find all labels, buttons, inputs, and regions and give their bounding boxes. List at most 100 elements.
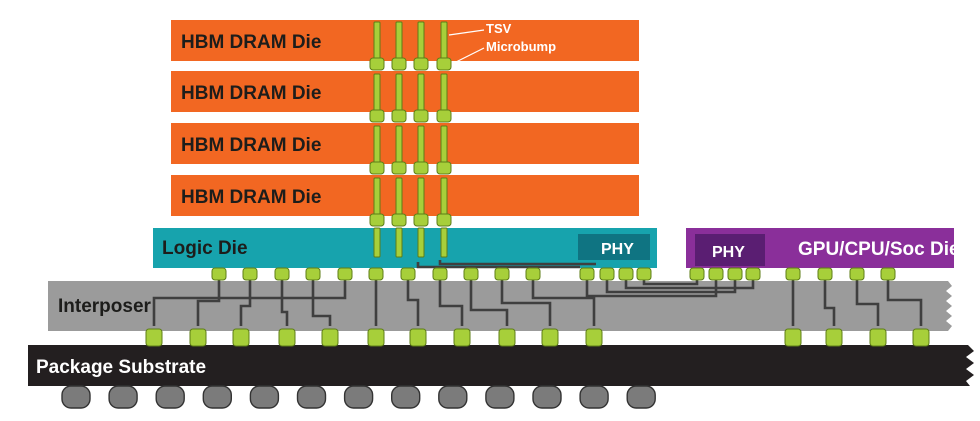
tsv-microbump-1-3 xyxy=(369,161,385,175)
package-substrate-label: Package Substrate xyxy=(36,357,206,378)
die-microbump-11 xyxy=(525,267,541,281)
gpu-die-label: GPU/CPU/Soc Die xyxy=(798,239,960,260)
phy-route-2 xyxy=(605,274,737,294)
tsv-2-4 xyxy=(395,177,403,217)
tsv-microbump-3-4 xyxy=(413,213,429,227)
die-microbump-6 xyxy=(368,267,384,281)
die-microbump-23 xyxy=(880,267,896,281)
route-d xyxy=(311,274,332,326)
hbm-die-3: HBM DRAM Die xyxy=(171,123,639,164)
logic-phy-link-2 xyxy=(416,262,580,269)
solder-ball-11 xyxy=(532,385,562,409)
route-k xyxy=(531,274,596,326)
route-b xyxy=(239,274,252,326)
interposer-bump-15 xyxy=(912,328,930,347)
route-n xyxy=(855,274,880,326)
die-microbump-20 xyxy=(785,267,801,281)
interposer-label: Interposer xyxy=(58,296,152,317)
hbm-die-1: HBM DRAM Die xyxy=(171,20,639,61)
interposer-bump-10 xyxy=(541,328,559,347)
tsv-3-5 xyxy=(417,227,425,258)
solder-ball-7 xyxy=(343,385,374,409)
die-microbump-2 xyxy=(242,267,258,281)
die-microbump-17 xyxy=(708,267,724,281)
package-substrate: Package Substrate xyxy=(28,345,974,386)
microbumps xyxy=(145,57,930,347)
die-microbump-5 xyxy=(337,267,353,281)
tsv-columns xyxy=(373,21,448,258)
die-microbump-13 xyxy=(599,267,615,281)
interposer-bump-13 xyxy=(825,328,843,347)
die-microbump-8 xyxy=(432,267,448,281)
solder-ball-5 xyxy=(249,385,280,409)
route-o xyxy=(886,274,923,326)
solder-ball-2 xyxy=(108,385,138,409)
die-microbump-4 xyxy=(305,267,321,281)
die-microbump-1 xyxy=(211,267,227,281)
solder-ball-13 xyxy=(626,385,656,409)
die-microbump-10 xyxy=(494,267,510,281)
route-j xyxy=(500,274,552,326)
phy-route-1 xyxy=(585,274,718,298)
interposer-bump-1 xyxy=(145,328,163,347)
tsv-4-5 xyxy=(440,227,448,258)
tsv-2-3 xyxy=(395,125,403,165)
interposer-bump-4 xyxy=(278,328,296,347)
tsv-microbump-2-2 xyxy=(391,109,407,123)
tsv-2-2 xyxy=(395,73,403,113)
tsv-4-2 xyxy=(440,73,448,113)
logic-die-label: Logic Die xyxy=(162,238,248,259)
die-microbump-22 xyxy=(849,267,865,281)
interposer-bump-6 xyxy=(367,328,385,347)
hbm-die-4: HBM DRAM Die xyxy=(171,175,639,216)
tsv-3-4 xyxy=(417,177,425,217)
route-c xyxy=(280,274,289,326)
interposer-bump-5 xyxy=(321,328,339,347)
phy-route-3 xyxy=(624,274,755,290)
interposer-bump-8 xyxy=(453,328,471,347)
die-microbump-19 xyxy=(745,267,761,281)
logic-die: Logic Die PHY xyxy=(153,228,657,268)
route-a xyxy=(196,274,221,326)
tsv-microbump-4-4 xyxy=(436,213,452,227)
interposer-bump-9 xyxy=(498,328,516,347)
tsv-3-1 xyxy=(417,21,425,61)
tsv-microbump-3-2 xyxy=(413,109,429,123)
hbm-die-4-label: HBM DRAM Die xyxy=(181,187,321,208)
die-microbump-15 xyxy=(636,267,652,281)
gpu-phy-label: PHY xyxy=(712,244,745,261)
route-i xyxy=(469,274,509,326)
die-microbump-12 xyxy=(579,267,595,281)
interposer-bump-12 xyxy=(784,328,802,347)
tsv-microbump-1-2 xyxy=(369,109,385,123)
die-microbump-21 xyxy=(817,267,833,281)
solder-ball-9 xyxy=(438,385,468,409)
tsv-2-1 xyxy=(395,21,403,61)
die-microbump-14 xyxy=(618,267,634,281)
tsv-1-1 xyxy=(373,21,381,61)
solder-ball-4 xyxy=(202,385,233,409)
tsv-3-2 xyxy=(417,73,425,113)
tsv-microbump-3-1 xyxy=(413,57,429,71)
hbm-die-2-label: HBM DRAM Die xyxy=(181,83,321,104)
route-e xyxy=(152,274,347,326)
solder-balls xyxy=(61,385,656,409)
die-microbump-16 xyxy=(689,267,705,281)
tsv-1-4 xyxy=(373,177,381,217)
tsv-1-2 xyxy=(373,73,381,113)
solder-ball-1 xyxy=(61,385,91,409)
gpu-die: PHY GPU/CPU/Soc Die xyxy=(686,228,960,268)
tsv-microbump-3-3 xyxy=(413,161,429,175)
tsv-microbump-1-4 xyxy=(369,213,385,227)
tsv-4-4 xyxy=(440,177,448,217)
interposer-bump-2 xyxy=(189,328,207,347)
tsv-microbump-2-4 xyxy=(391,213,407,227)
tsv-3-3 xyxy=(417,125,425,165)
die-microbump-3 xyxy=(274,267,290,281)
die-microbump-9 xyxy=(463,267,479,281)
interposer-bump-11 xyxy=(585,328,603,347)
route-h xyxy=(438,274,464,326)
tsv-microbump-2-1 xyxy=(391,57,407,71)
tsv-microbump-4-3 xyxy=(436,161,452,175)
